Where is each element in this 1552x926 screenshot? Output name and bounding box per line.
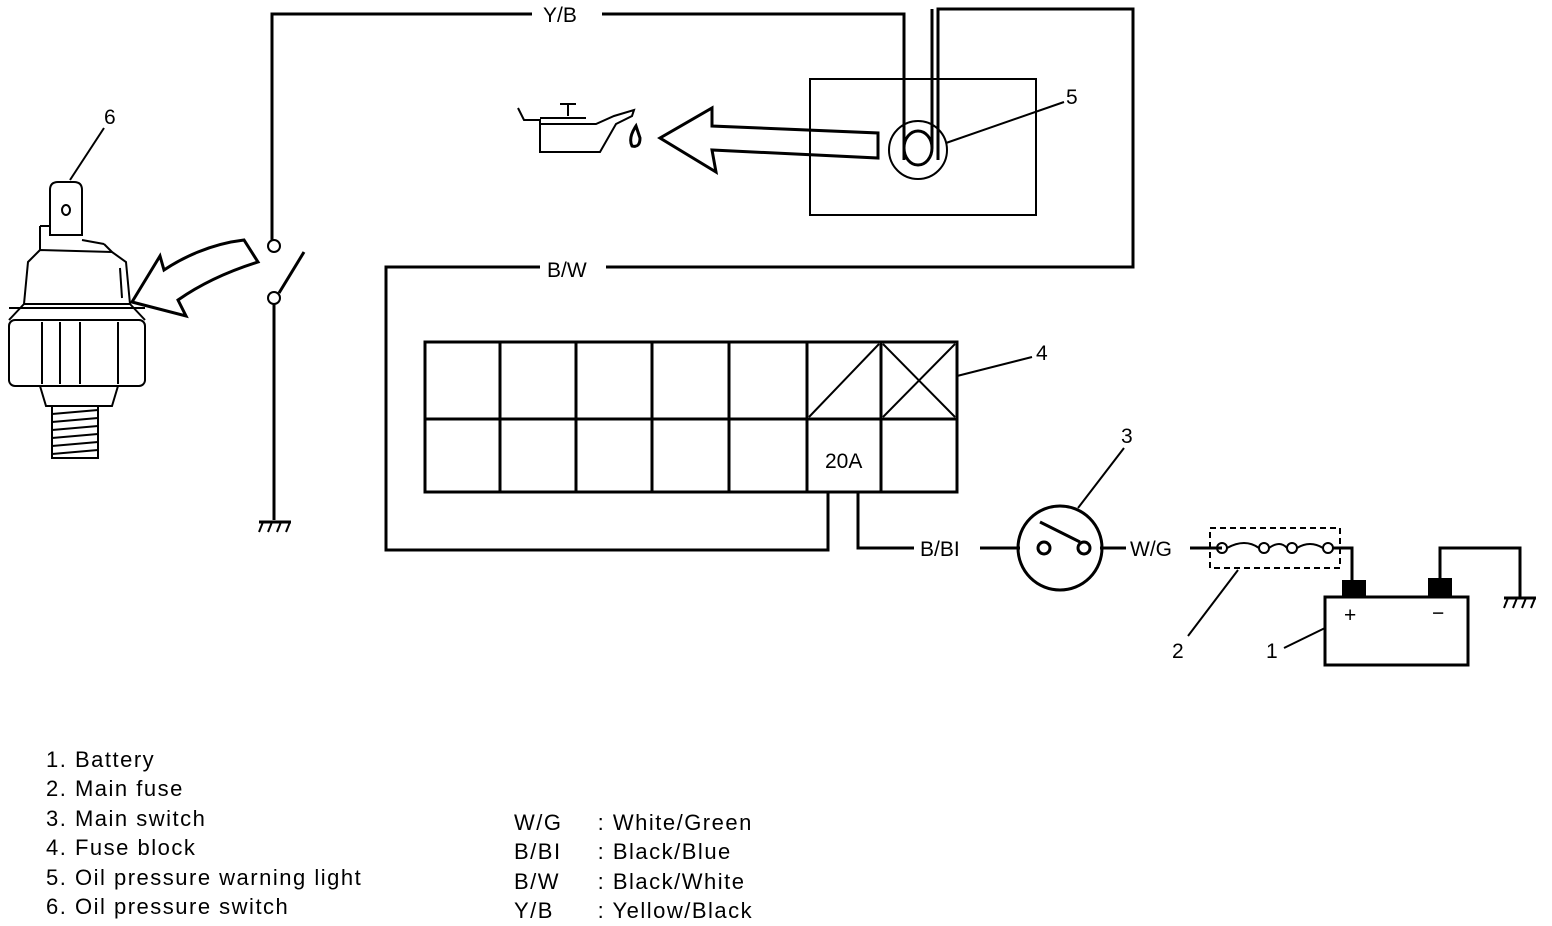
- main-fuse: [1209, 527, 1354, 586]
- wire-label-yb: Y/B: [543, 4, 577, 27]
- callout-leader-3: [1077, 447, 1125, 509]
- callout-1: 1: [1266, 640, 1278, 663]
- callout-leader-5: [945, 101, 1065, 144]
- arrow-left-icon: [657, 105, 880, 176]
- wire-label-bbl: B/BI: [920, 538, 960, 561]
- wire-label-wg: W/G: [1130, 538, 1172, 561]
- callout-3: 3: [1121, 425, 1133, 448]
- callout-2: 2: [1172, 640, 1184, 663]
- battery: [1323, 546, 1522, 667]
- color-code: B/BI: [514, 839, 562, 865]
- color-name: White/Green: [612, 810, 753, 835]
- legend-item: 4. Fuse block: [46, 835, 197, 861]
- wire-label-bw: B/W: [547, 259, 587, 282]
- wire-color-legend: W/G : White/Green B/BI : Black/Blue B/W …: [514, 808, 753, 926]
- oil-can-icon: [517, 103, 642, 153]
- battery-positive-sign: +: [1344, 604, 1356, 627]
- color-separator: :: [590, 810, 613, 835]
- battery-positive-terminal: [1342, 580, 1366, 597]
- color-name: Black/White: [612, 868, 746, 894]
- warning-lamp: [888, 9, 948, 180]
- color-separator: :: [590, 839, 613, 865]
- legend-item: 5. Oil pressure warning light: [46, 864, 363, 890]
- switch-contact-symbol: [267, 239, 306, 520]
- instrument-panel-box: [809, 78, 1037, 216]
- ground-symbol-right: [1503, 596, 1536, 609]
- legend-item: 1. Battery: [46, 747, 156, 772]
- callout-4: 4: [1036, 342, 1048, 365]
- oil-pressure-switch-illustration: [8, 181, 146, 459]
- fuse-rating-label: 20A: [825, 450, 862, 473]
- battery-negative-terminal: [1428, 578, 1452, 597]
- component-legend: 1. Battery 2. Main fuse 3. Main switch 4…: [46, 745, 362, 921]
- wire-bbl: [856, 492, 1020, 550]
- legend-item: 6. Oil pressure switch: [46, 894, 290, 920]
- callout-leader-2: [1187, 569, 1239, 637]
- color-legend-item: W/G : White/Green: [514, 808, 753, 837]
- main-switch: [1016, 504, 1104, 592]
- fuse-block: [423, 340, 959, 494]
- color-legend-item: B/BI : Black/Blue: [514, 837, 753, 866]
- callout-leader-6: [69, 127, 105, 181]
- color-legend-item: B/W : Black/White: [514, 867, 753, 896]
- arrow-left-icon: [129, 238, 261, 319]
- color-code: W/G: [514, 810, 563, 835]
- color-code: B/W: [514, 868, 561, 894]
- callout-6: 6: [104, 106, 116, 129]
- ground-symbol-left: [258, 520, 291, 533]
- color-name: Yellow/Black: [612, 898, 754, 924]
- color-name: Black/Blue: [612, 839, 732, 865]
- legend-item: 2. Main fuse: [46, 776, 184, 802]
- color-legend-item: Y/B : Yellow/Black: [514, 896, 753, 925]
- wire-bw: [384, 7, 1135, 552]
- callout-5: 5: [1066, 86, 1078, 109]
- color-separator: :: [590, 898, 613, 924]
- color-separator: :: [590, 868, 613, 894]
- callout-leader-1: [1283, 627, 1326, 649]
- legend-item: 3. Main switch: [46, 805, 207, 831]
- callout-leader-4: [956, 356, 1033, 377]
- battery-negative-sign: −: [1432, 602, 1444, 625]
- color-code: Y/B: [514, 898, 554, 924]
